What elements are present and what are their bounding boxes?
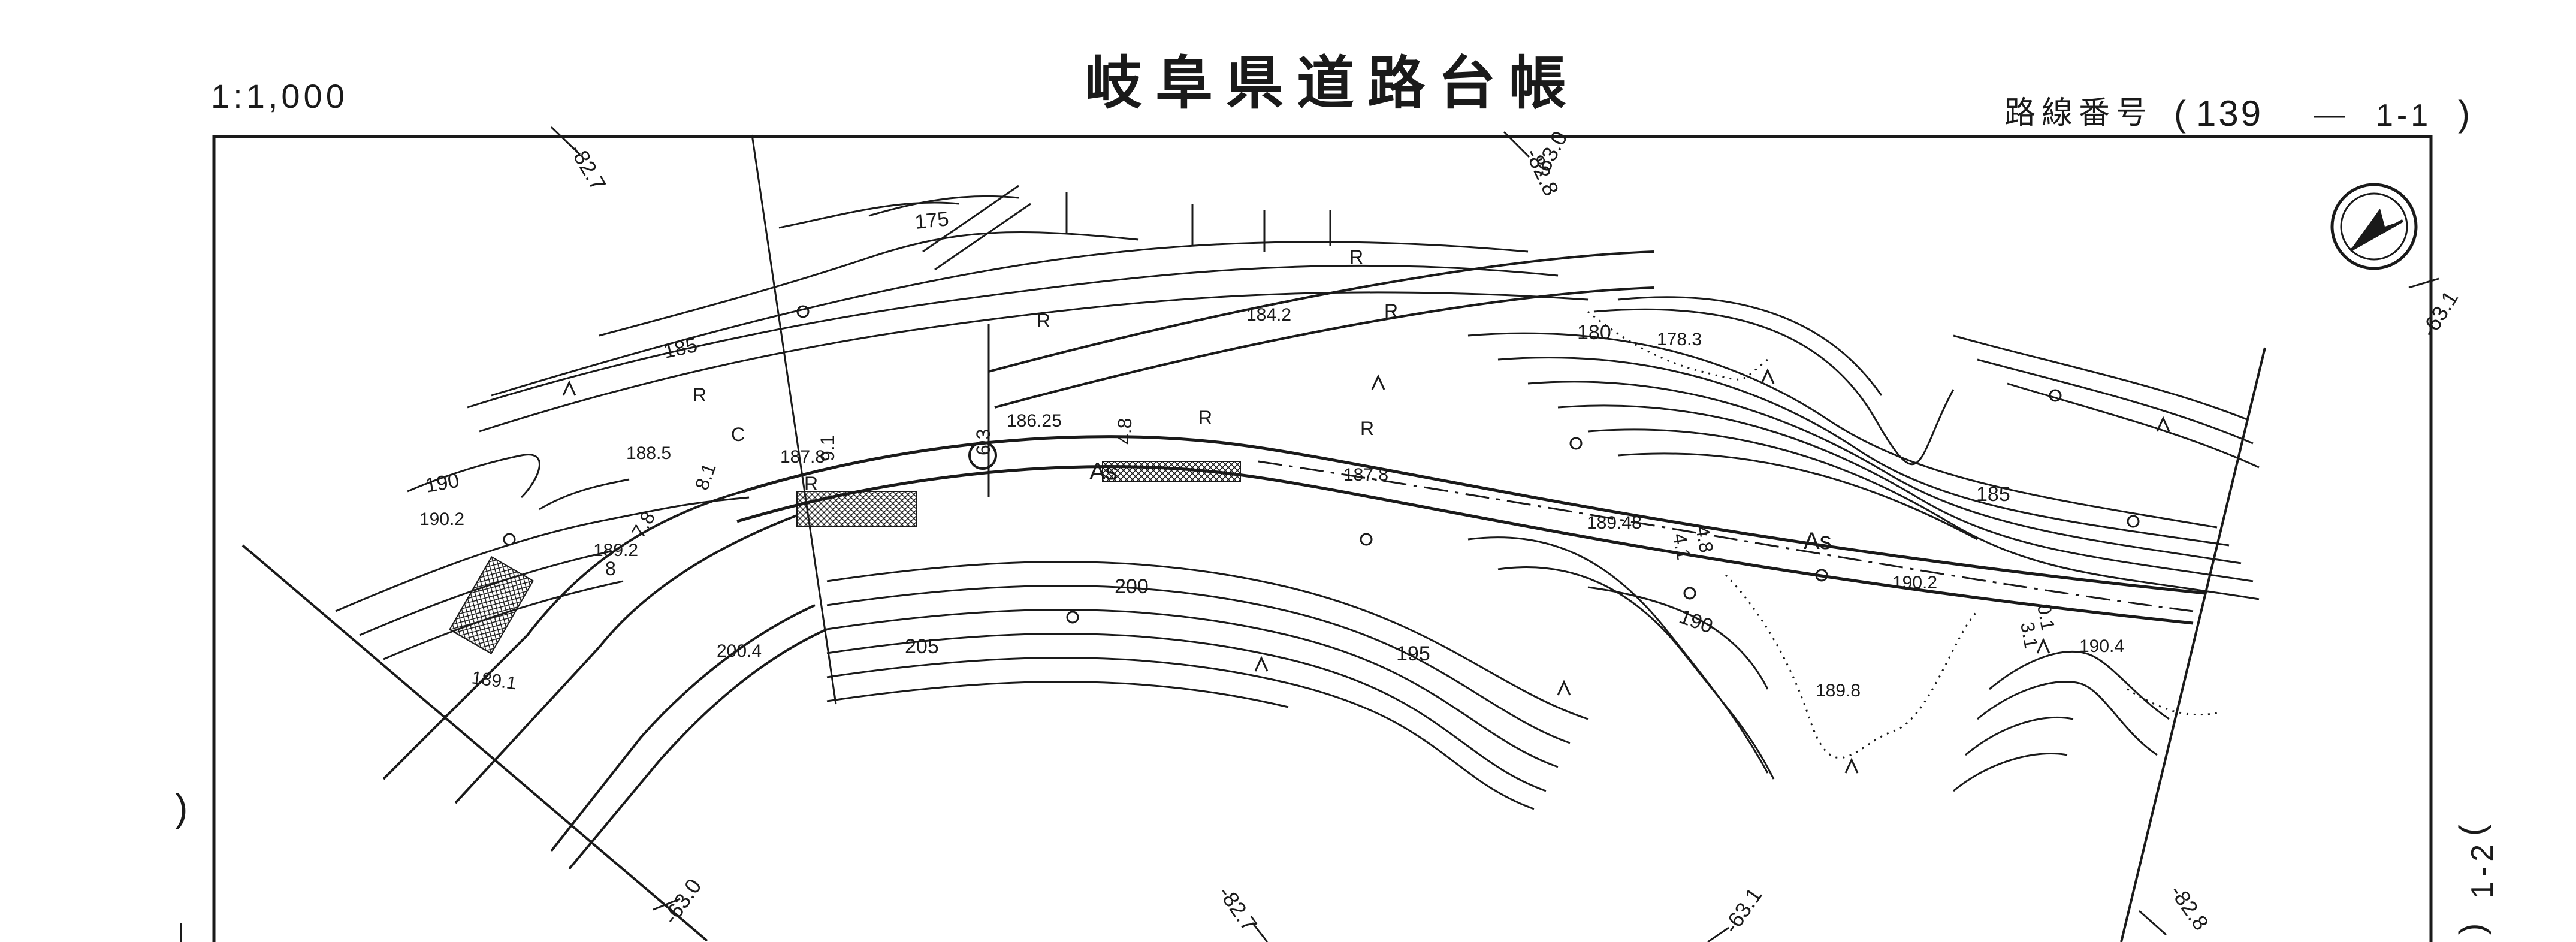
- contour-label-180: 180: [1577, 321, 1611, 344]
- vegetation-symbols: [503, 192, 2170, 774]
- elev-189-1: 189.1: [470, 668, 518, 693]
- contour-label-190-mid: 190: [1676, 605, 1716, 638]
- elev-187-8-a: 187.8: [780, 447, 825, 467]
- route-number: 139: [2196, 93, 2263, 134]
- route-dash: —: [2314, 97, 2345, 132]
- mark-r-7: R: [804, 473, 818, 494]
- contour-label-175: 175: [914, 207, 950, 234]
- route-label: 路線番号: [2004, 95, 2153, 131]
- contour-label-205: 205: [905, 635, 939, 658]
- width-mark-6: 6.3: [973, 429, 994, 455]
- mark-r-1: R: [1349, 246, 1363, 268]
- elev-189-2: 189.2: [593, 541, 638, 560]
- elevation-labels: 184.2 178.3 188.5 187.8 186.25 187.8 189…: [419, 305, 2124, 701]
- width-mark-5: 4.1: [1669, 532, 1695, 561]
- width-mark-8: 0.1: [2033, 602, 2059, 632]
- width-mark-7: 7.8: [627, 508, 659, 542]
- elev-189-8: 189.8: [1816, 681, 1861, 701]
- elev-190-2-b: 190.2: [1892, 573, 1937, 593]
- contour-label-185-left: 185: [662, 334, 699, 363]
- grid-tick-right: -63.1: [2416, 286, 2463, 341]
- elev-187-8-b: 187.8: [1343, 465, 1388, 485]
- route-section: 1-1: [2376, 98, 2432, 133]
- route-open-paren: (: [2174, 93, 2186, 134]
- elev-200-4: 200.4: [717, 641, 762, 661]
- elev-186-25: 186.25: [1007, 411, 1062, 431]
- adjacent-open-paren: (: [2453, 825, 2492, 836]
- road: [382, 185, 2206, 870]
- width-mark-1: 4.8: [1114, 418, 1136, 445]
- road-marks: As As R R R R R R R C 4.8 9.1 8.1 4.8 4.…: [605, 246, 2059, 650]
- contour-label-190-left: 190: [424, 469, 461, 497]
- elev-190-2-a: 190.2: [419, 509, 464, 529]
- adjacent-sheet-ref: ( 1-2 ): [2453, 825, 2500, 935]
- surface-as-a: As: [1089, 458, 1118, 485]
- mark-r-3: R: [1037, 310, 1050, 331]
- width-mark-10: 8: [605, 558, 616, 579]
- grid-tick-bottom-mid: -82.7: [1213, 881, 1262, 936]
- north-arrow-icon: [2330, 183, 2418, 270]
- adjacent-close-paren: ): [2453, 923, 2492, 935]
- sheet-title: 岐阜県道路台帳: [1085, 50, 1580, 117]
- contour-label-185-right: 185: [1976, 483, 2010, 506]
- elev-188-5: 188.5: [626, 443, 671, 463]
- mark-r-2: R: [1384, 300, 1398, 322]
- mark-r-6: R: [1360, 418, 1374, 439]
- mark-c: C: [731, 424, 745, 445]
- width-mark-2: 9.1: [817, 435, 838, 461]
- adjacent-sheet-number: 1-2: [2465, 840, 2500, 899]
- scale-label: 1:1,000: [211, 77, 348, 115]
- width-mark-4: 4.8: [1692, 524, 1717, 554]
- elev-190-4: 190.4: [2079, 636, 2124, 656]
- contour-label-195: 195: [1396, 642, 1430, 665]
- contour-label-200: 200: [1115, 575, 1149, 598]
- grid-tick-top-left: -82.7: [565, 140, 611, 195]
- elev-189-48: 189.48: [1587, 513, 1642, 533]
- left-margin-paren: ): [175, 786, 188, 829]
- map-frame: [212, 135, 2433, 942]
- mark-r-4: R: [693, 384, 706, 406]
- elev-178-3: 178.3: [1657, 330, 1702, 349]
- route-close-paren: ): [2458, 93, 2470, 134]
- width-mark-9: 3.1: [2016, 620, 2042, 650]
- width-mark-3: 8.1: [691, 460, 720, 493]
- mark-r-5: R: [1198, 407, 1212, 428]
- grid-tick-bottom-right-b: -82.8: [2165, 880, 2213, 935]
- surface-as-b: As: [1804, 528, 1832, 554]
- elev-184-2: 184.2: [1246, 305, 1291, 325]
- route-number-block: 路線番号 ( 139 — 1-1 ): [2004, 93, 2470, 134]
- dotted-boundaries: [1587, 310, 2218, 759]
- topography: [241, 134, 2266, 942]
